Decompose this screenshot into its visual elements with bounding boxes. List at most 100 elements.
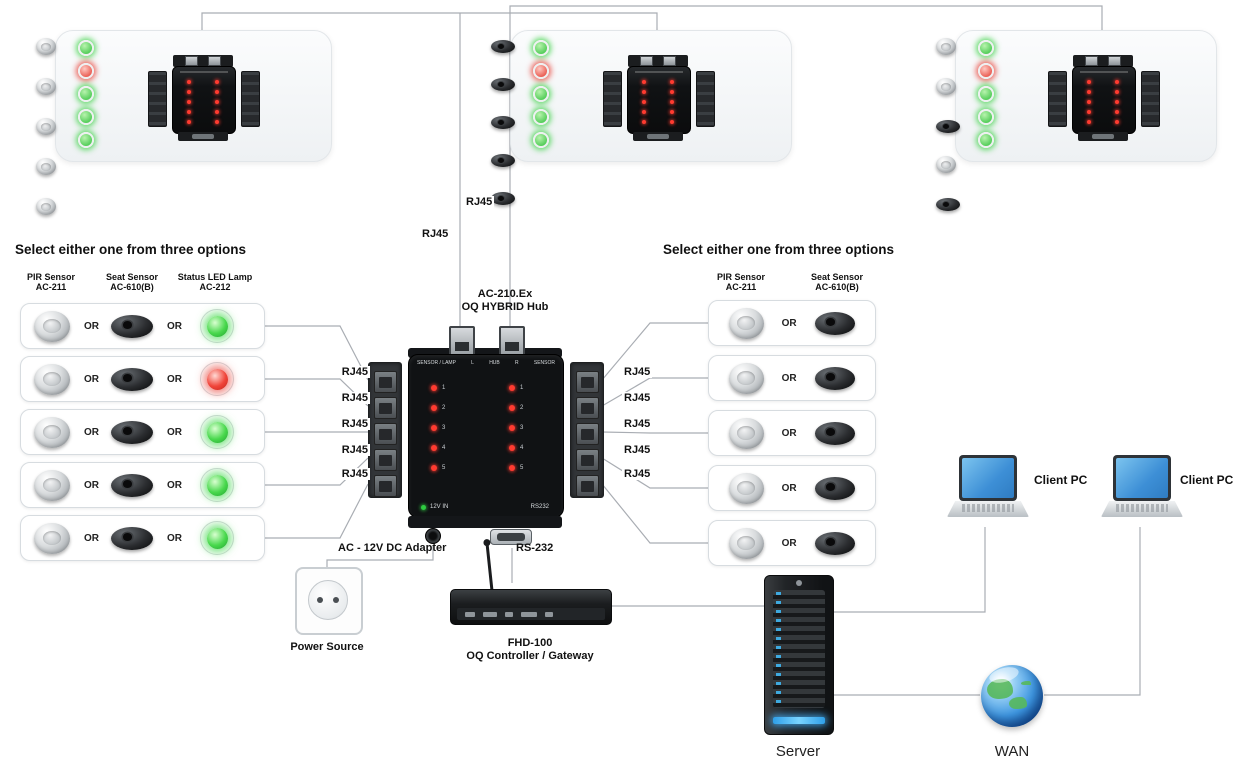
- hub-bottom-connector: [1078, 132, 1128, 141]
- device-panel-3: [936, 30, 1217, 211]
- or-label: OR: [167, 373, 182, 385]
- status-led: [978, 86, 994, 102]
- rj45-jack: [576, 475, 599, 497]
- option-row: OR: [708, 300, 876, 346]
- sensor-icon: [36, 158, 56, 175]
- hub-bottom-connector: [178, 132, 228, 141]
- or-label: OR: [84, 320, 99, 332]
- rj45-label: RJ45: [622, 392, 653, 404]
- hub-bottom-connector: [633, 132, 683, 141]
- socket-icon: [308, 580, 348, 620]
- rj45-label: RJ45: [330, 366, 370, 378]
- rj45-jack: [576, 371, 599, 393]
- client-pc-label: Client PC: [1034, 473, 1088, 487]
- rj45-label: RJ45: [330, 418, 370, 430]
- client-pc-1: [947, 455, 1029, 525]
- wire-dc-power: [326, 546, 434, 567]
- pir-sensor-icon: [34, 416, 70, 448]
- sensor-icon: [491, 116, 515, 129]
- jack-strip: [148, 71, 167, 127]
- sensor-icon: [36, 38, 56, 55]
- jack-strip: [1048, 71, 1067, 127]
- or-label: OR: [781, 372, 797, 384]
- or-label: OR: [781, 427, 797, 439]
- sensor-icon: [36, 198, 56, 215]
- hub-face: [1072, 66, 1136, 134]
- sensor-icon: [36, 118, 56, 135]
- server-tower: [764, 575, 834, 735]
- hub-face: [627, 66, 691, 134]
- sensor-icon: [491, 40, 515, 53]
- sensor-icon: [36, 78, 56, 95]
- laptop-base: [1101, 501, 1183, 517]
- led-column-right: 1 2 3 4 5: [509, 385, 523, 471]
- pir-sensor-icon: [34, 522, 70, 554]
- status-led: [78, 109, 94, 125]
- jack-strip: [603, 71, 622, 127]
- right-section-heading: Select either one from three options: [663, 242, 895, 257]
- jack-strip: [696, 71, 715, 127]
- status-led: [978, 109, 994, 125]
- seat-sensor-icon: [814, 366, 855, 390]
- hub-face: SENSOR / LAMP L HUB R SENSOR 1 2 3 4 5 1…: [408, 354, 564, 518]
- device-panel-1: [36, 30, 332, 215]
- sensor-icon: [936, 120, 960, 133]
- or-label: OR: [84, 532, 99, 544]
- option-row: OR OR: [20, 303, 265, 349]
- wan-label: WAN: [994, 743, 1030, 760]
- or-label: OR: [167, 320, 182, 332]
- rj45-label: RJ45: [330, 392, 370, 404]
- hub-bottom-plate: [408, 516, 562, 528]
- mini-hub-device: [148, 55, 260, 143]
- left-section-heading: Select either one from three options: [15, 242, 247, 257]
- power-outlet: [295, 567, 363, 635]
- seat-sensor-icon: [814, 476, 855, 500]
- option-row: OR: [708, 410, 876, 456]
- rj45-jack: [576, 397, 599, 419]
- rj45-label: RJ45: [622, 444, 653, 456]
- rs232-label: RS-232: [516, 542, 554, 554]
- seat-sensor-icon: [111, 314, 153, 338]
- power-source-label: Power Source: [290, 641, 364, 653]
- hub-uplink-ports: [173, 55, 233, 67]
- pir-sensor-icon: [34, 310, 70, 342]
- status-led: [78, 63, 94, 79]
- jack-strip-right: [570, 362, 604, 498]
- seat-sensor-icon: [814, 421, 855, 445]
- gateway-label: FHD-100 OQ Controller / Gateway: [466, 637, 594, 662]
- sensor-icon: [936, 198, 960, 211]
- option-row: OR OR: [20, 462, 265, 508]
- jack-strip: [1141, 71, 1160, 127]
- seat-sensor-icon: [111, 526, 153, 550]
- hub-uplink-ports: [628, 55, 688, 67]
- gateway-device: [450, 542, 612, 627]
- mini-hub-device: [603, 55, 715, 143]
- sensor-icon: [491, 154, 515, 167]
- option-row: OR OR: [20, 409, 265, 455]
- rj45-label: RJ45: [330, 444, 370, 456]
- wire-wan-clientpc2: [1044, 527, 1141, 696]
- hub-rs232-label: RS232: [530, 504, 549, 510]
- mini-hub-device: [1048, 55, 1160, 143]
- rj45-jack: [374, 449, 397, 471]
- rj45-label: RJ45: [622, 366, 653, 378]
- or-label: OR: [84, 479, 99, 491]
- jack-strip: [241, 71, 260, 127]
- power-led: [421, 504, 426, 510]
- hub-top-plate: [408, 348, 562, 358]
- rj45-label-top-1: RJ45: [464, 196, 495, 208]
- rj45-jack: [576, 423, 599, 445]
- option-row: OR OR: [20, 356, 265, 402]
- status-led: [533, 86, 549, 102]
- gateway-ports: [457, 608, 605, 620]
- seat-sensor-icon: [111, 367, 153, 391]
- status-led-lamp-icon: [200, 362, 234, 396]
- status-led-lamp-icon: [200, 521, 234, 555]
- laptop-screen: [1113, 455, 1171, 501]
- rj45-jack: [576, 449, 599, 471]
- hub-face: [172, 66, 236, 134]
- pir-sensor-icon: [729, 362, 764, 394]
- sensor-icon: [936, 78, 956, 95]
